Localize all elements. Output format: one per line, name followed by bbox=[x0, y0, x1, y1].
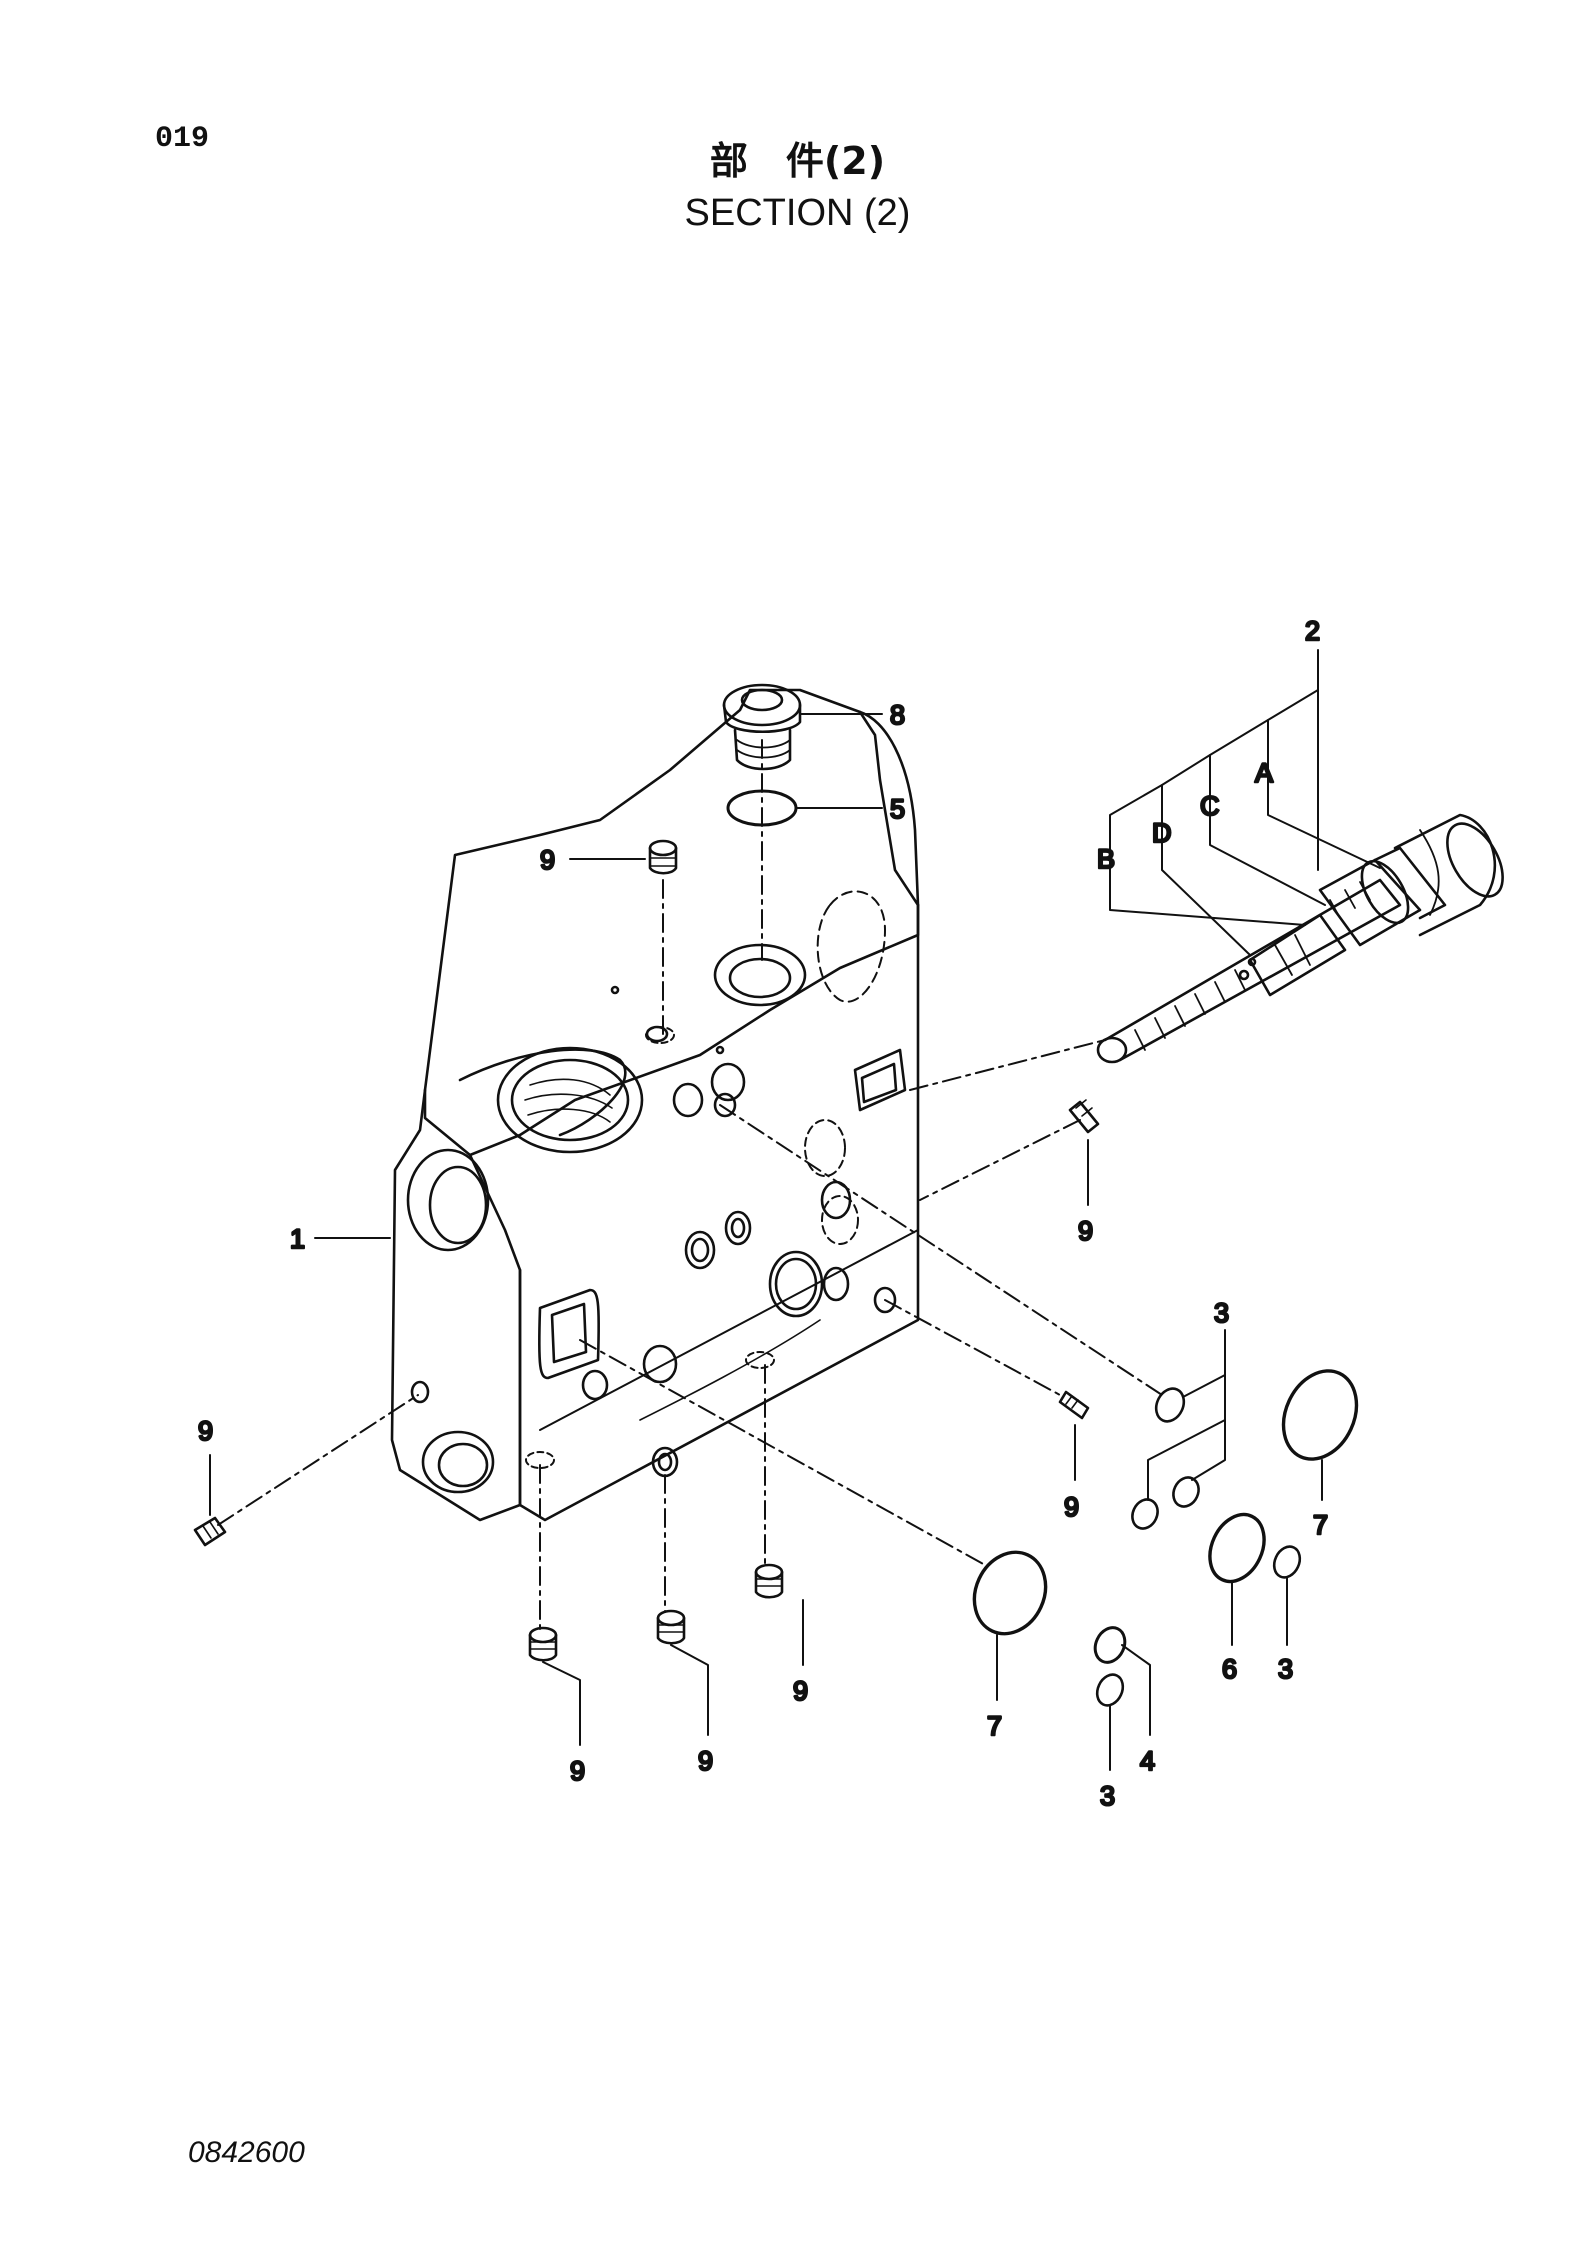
callout-3-right: 3 bbox=[1278, 1654, 1293, 1684]
callout-9-bottom-b: 9 bbox=[698, 1746, 713, 1776]
seal-3-d bbox=[1272, 1545, 1302, 1579]
callout-7-right: 7 bbox=[1313, 1510, 1328, 1540]
page-number: 019 bbox=[155, 122, 210, 156]
assembly-lines bbox=[217, 739, 1163, 1631]
callout-2: 2 bbox=[1305, 616, 1320, 646]
plug-9-bottom-c bbox=[754, 1563, 784, 1599]
leader-lines bbox=[209, 649, 1381, 1771]
callout-9-right-upper: 9 bbox=[1078, 1216, 1093, 1246]
plug-8 bbox=[722, 683, 802, 771]
callout-1: 1 bbox=[290, 1224, 305, 1254]
plug-9-bottom-b bbox=[656, 1609, 686, 1645]
o-ring-6 bbox=[1208, 1512, 1266, 1584]
drawing-code: 0842600 bbox=[188, 2136, 305, 2169]
plug-9-top bbox=[648, 839, 678, 875]
title-japanese: 部 件(2) bbox=[709, 139, 886, 183]
seal-3-c bbox=[1131, 1498, 1159, 1530]
title-english: SECTION (2) bbox=[684, 192, 911, 234]
callout-3-bottom: 3 bbox=[1100, 1781, 1115, 1811]
backup-ring-4 bbox=[1093, 1626, 1127, 1664]
o-ring-7-right bbox=[1281, 1369, 1359, 1461]
callout-c: C bbox=[1200, 791, 1220, 821]
callout-3-bracket: 3 bbox=[1214, 1298, 1229, 1328]
seal-3-b bbox=[1172, 1476, 1200, 1508]
seal-3-a bbox=[1154, 1387, 1186, 1423]
spool-assembly bbox=[1096, 813, 1504, 1064]
callout-a: A bbox=[1255, 758, 1273, 788]
callout-9-bottom-c: 9 bbox=[793, 1676, 808, 1706]
o-ring-7-left bbox=[972, 1550, 1048, 1636]
plug-9-bottom-a bbox=[528, 1626, 558, 1662]
callout-b: B bbox=[1097, 844, 1115, 874]
valve-body bbox=[390, 688, 920, 1522]
callout-9-bottom-a: 9 bbox=[570, 1756, 585, 1786]
callout-6: 6 bbox=[1222, 1654, 1237, 1684]
plug-9-left bbox=[193, 1516, 227, 1547]
callout-9-left: 9 bbox=[198, 1416, 213, 1446]
callout-9-right-lower: 9 bbox=[1064, 1492, 1079, 1522]
callout-5: 5 bbox=[890, 794, 905, 824]
plug-9-right-upper bbox=[1068, 1099, 1100, 1134]
plug-9-right-lower bbox=[1058, 1390, 1090, 1420]
callout-9-top: 9 bbox=[540, 845, 555, 875]
callout-4: 4 bbox=[1140, 1746, 1155, 1776]
seal-3-e bbox=[1095, 1673, 1125, 1707]
callout-8: 8 bbox=[890, 700, 905, 730]
callout-7-left: 7 bbox=[987, 1711, 1002, 1741]
callout-d: D bbox=[1152, 818, 1172, 848]
